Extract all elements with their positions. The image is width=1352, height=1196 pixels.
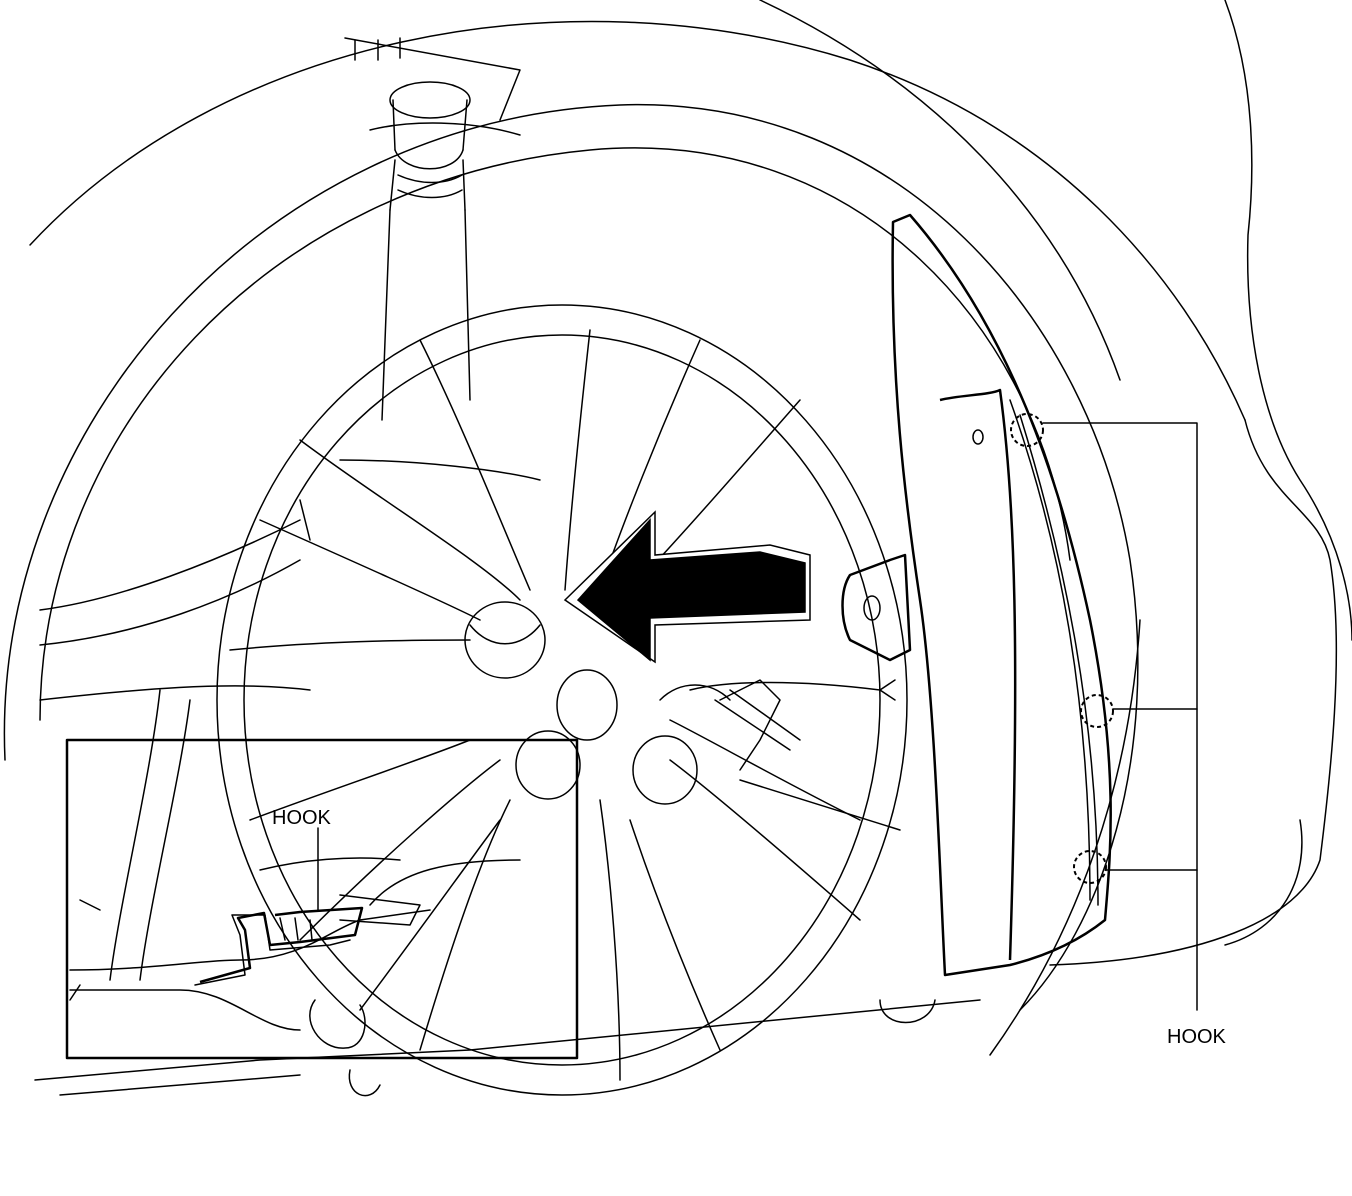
shock-absorber (344, 37, 521, 421)
wheel (216, 304, 908, 1096)
mudguard (841, 213, 1114, 977)
hook-inset-label: HOOK (272, 807, 332, 829)
suspension-lines (34, 499, 981, 1096)
inset-frame (65, 738, 579, 1060)
hook-fender-label: HOOK (1167, 1026, 1227, 1048)
wheel-arch-lines (3, 0, 1352, 1056)
hook-leaders-right (1042, 422, 1198, 1011)
inset-detail (65, 738, 579, 1097)
direction-arrow (563, 510, 811, 664)
